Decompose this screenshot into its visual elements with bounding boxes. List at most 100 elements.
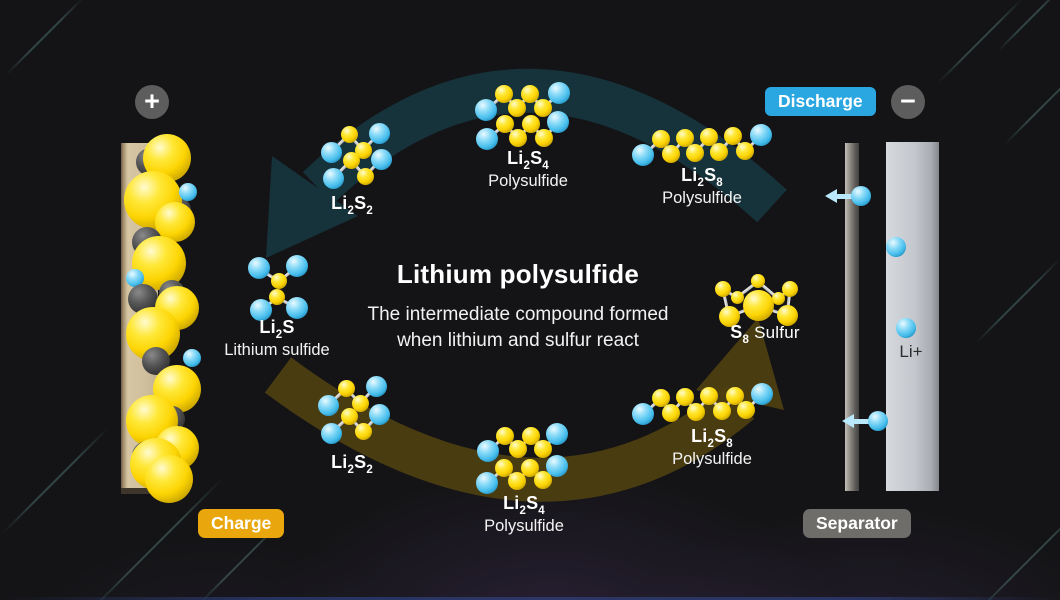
sulfur-atom: [710, 143, 728, 161]
molecule-formula: Li2S: [259, 317, 295, 341]
sulfur-atom: [687, 403, 705, 421]
bond: [694, 395, 711, 413]
sulfur-atom: [724, 127, 742, 145]
bond: [347, 133, 365, 151]
sulfur-atom: [356, 167, 374, 185]
sulfur-atom: [782, 281, 798, 297]
background-streak: [1003, 66, 1060, 146]
minus-terminal-icon: −: [891, 85, 925, 119]
background-streak: [1, 427, 109, 535]
sulfur-atom: [508, 99, 526, 117]
bond: [260, 295, 278, 312]
bond: [659, 138, 673, 155]
background-streak: [87, 478, 223, 600]
molecule-formula: Li2S4: [507, 148, 549, 172]
lithium-anode-plate: [886, 142, 939, 491]
background-streak: [936, 0, 1024, 85]
lithium-atom: [320, 141, 342, 163]
bond: [361, 131, 381, 152]
discharge-badge: Discharge: [765, 87, 876, 116]
sulfur-cathode-electrode: [121, 143, 158, 494]
background-streak: [972, 501, 1060, 600]
sulfur-atom: [496, 115, 514, 133]
bond: [515, 92, 532, 110]
bond: [683, 396, 698, 413]
bond: [669, 137, 687, 155]
bond: [707, 136, 721, 153]
sulfur-atom: [496, 427, 514, 445]
sulfur-atom: [718, 305, 740, 327]
carbon-particle: [159, 406, 185, 432]
molecule-formula: Li2S8: [691, 426, 733, 450]
bond: [731, 135, 747, 152]
bond: [516, 122, 533, 140]
bond: [541, 91, 561, 110]
sulfur-atom: [155, 202, 195, 242]
title-block: Lithium polysulfide The intermediate com…: [368, 259, 669, 354]
lithium-atom: [475, 99, 497, 121]
bond: [502, 92, 519, 110]
bond: [642, 137, 662, 157]
bond: [487, 434, 506, 453]
sulfur-atom: [155, 426, 199, 470]
sulfur-atom: [676, 129, 694, 147]
sulfur-atom: [340, 407, 358, 425]
sulfur-atom: [522, 115, 540, 133]
bond: [683, 137, 697, 154]
sulfur-atom: [700, 387, 718, 405]
sulfur-atom: [508, 472, 526, 490]
lithium-atom: [368, 403, 390, 425]
bond: [757, 279, 779, 300]
bond: [503, 434, 520, 451]
bond: [733, 395, 748, 411]
sulfur-atom: [676, 388, 694, 406]
bond: [717, 135, 735, 153]
subtitle-line-2: when lithium and sulfur react: [397, 330, 639, 351]
molecule-subname: Polysulfide: [488, 172, 568, 190]
sulfur-atom: [662, 404, 680, 422]
bond: [502, 466, 519, 483]
li-ion-label: Li+: [899, 342, 923, 361]
plus-symbol: +: [144, 86, 160, 116]
molecule-subname: Lithium sulfide: [224, 341, 330, 359]
molecule-formula: Li2S2: [331, 193, 373, 217]
molecule-subname: Polysulfide: [484, 517, 564, 535]
bond: [486, 122, 506, 141]
lithium-atom: [365, 375, 387, 397]
lithium-atom: [632, 144, 654, 166]
bond: [344, 386, 362, 405]
page-subtitle: The intermediate compound formed when li…: [368, 302, 669, 354]
bond: [486, 466, 505, 485]
bond: [258, 266, 280, 283]
bond: [516, 434, 533, 451]
discharge-arrowhead: [266, 156, 358, 258]
bond: [503, 122, 520, 140]
bond: [659, 397, 673, 414]
lithium-atom: [750, 124, 772, 146]
background-streak: [997, 0, 1060, 52]
lithium-atom: [548, 82, 570, 104]
sulfur-atom: [726, 387, 744, 405]
bond: [528, 92, 545, 110]
bond: [736, 279, 759, 299]
bond: [669, 396, 687, 414]
bond: [349, 159, 367, 177]
lithium-atom: [170, 430, 188, 448]
bond: [642, 396, 662, 416]
bond: [326, 386, 348, 407]
bond: [720, 395, 737, 412]
lithium-atom: [546, 455, 568, 477]
sulfur-atom: [337, 379, 355, 397]
lithium-atom: [320, 422, 342, 444]
lithium-atom: [286, 297, 308, 319]
bond: [329, 414, 351, 435]
ion-arrow-icon: [825, 189, 837, 203]
bond: [777, 287, 791, 300]
sulfur-atom: [522, 427, 540, 445]
